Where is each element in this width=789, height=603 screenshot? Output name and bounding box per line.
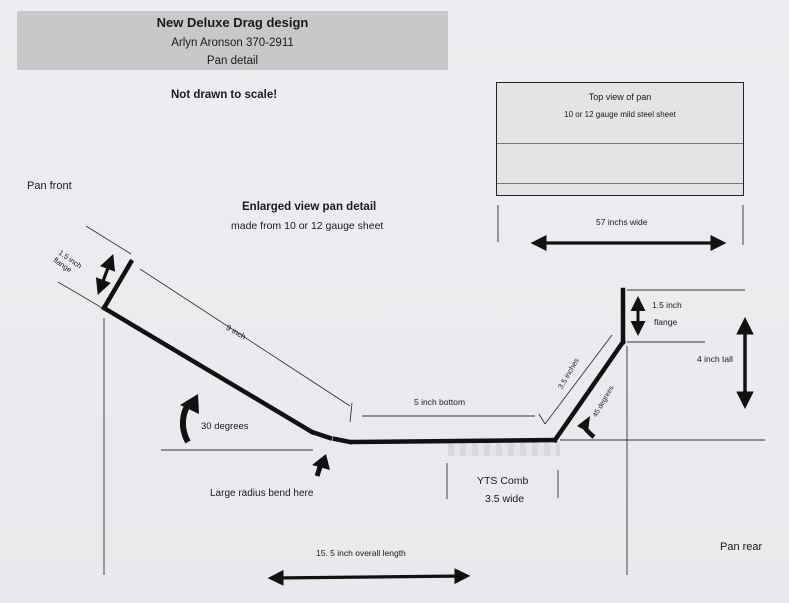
front-angle-label: 30 degrees xyxy=(201,421,249,432)
yts-comb-label: YTS Comb xyxy=(477,475,529,487)
yts-width-label: 3.5 wide xyxy=(485,493,525,505)
top-view-box: Top view of pan 10 or 12 gauge mild stee… xyxy=(496,82,744,196)
rear-flange-label-1: 1.5 inch xyxy=(652,300,682,310)
blurred-region xyxy=(448,442,560,456)
top-view-material: 10 or 12 gauge mild steel sheet xyxy=(564,110,676,119)
bend-note: Large radius bend here xyxy=(210,488,314,499)
title-block: New Deluxe Drag design Arlyn Aronson 370… xyxy=(17,11,448,70)
bend-pointer-arrow-icon xyxy=(312,454,330,477)
drawing-title: New Deluxe Drag design xyxy=(156,15,309,30)
dimension-lines xyxy=(57,205,765,575)
overall-length-arrow xyxy=(267,568,471,586)
scale-note: Not drawn to scale! xyxy=(171,89,278,101)
bottom-length-label: 5 inch bottom xyxy=(414,397,466,407)
top-view-line xyxy=(497,183,743,184)
rear-flange-label-2: flange xyxy=(654,317,678,327)
rear-height-label: 4 inch tall xyxy=(697,354,733,364)
pan-profile xyxy=(100,258,627,445)
drawing-subtitle: Pan detail xyxy=(206,55,259,67)
overall-length-label: 15. 5 inch overall length xyxy=(316,548,406,558)
pan-rear-label: Pan rear xyxy=(720,541,763,553)
enlarged-view-subtitle: made from 10 or 12 gauge sheet xyxy=(231,220,384,232)
drawing-author: Arlyn Aronson 370-2911 xyxy=(171,37,294,49)
measurement-arrows xyxy=(95,235,754,586)
enlarged-view-title: Enlarged view pan detail xyxy=(242,201,377,213)
pan-front-label: Pan front xyxy=(27,180,72,192)
top-view-line xyxy=(497,143,743,144)
top-view-title: Top view of pan xyxy=(588,92,652,102)
front-flange-arrow xyxy=(95,254,116,295)
top-view-width-label: 57 inchs wide xyxy=(596,217,648,227)
